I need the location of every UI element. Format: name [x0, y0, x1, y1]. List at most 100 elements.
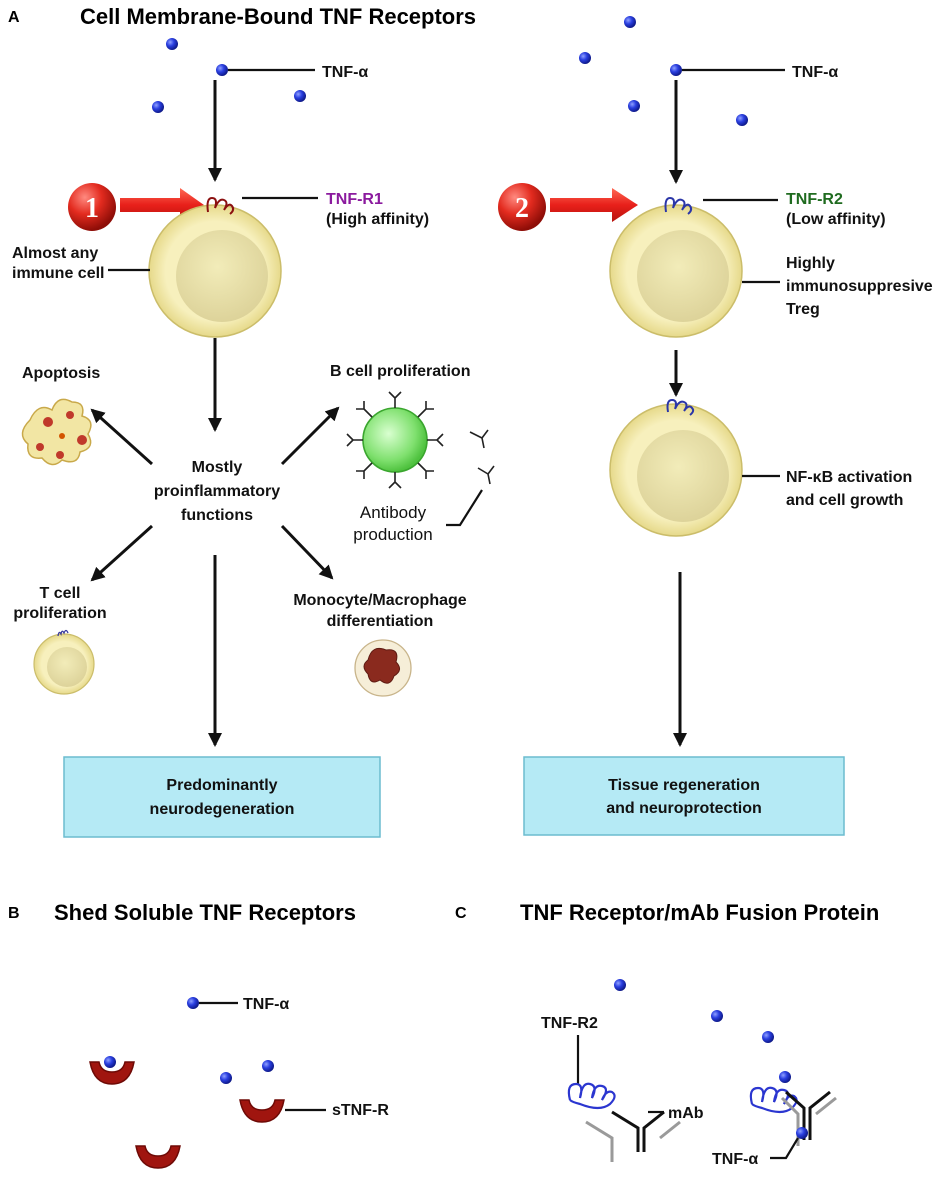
t-cell-receptor-icon	[57, 629, 69, 637]
fusion-protein-1	[567, 1082, 681, 1162]
mono-line2: differentiation	[327, 613, 434, 630]
tnf-ball	[670, 64, 682, 76]
t-cell-line1: T cell	[40, 585, 81, 602]
t-cell	[33, 629, 95, 695]
mono-line1: Monocyte/Macrophage	[293, 592, 466, 609]
tnf-leader-line-c	[770, 1137, 799, 1160]
arrow-to-apoptosis	[90, 408, 154, 466]
tnf-alpha-molecules-right	[579, 16, 748, 126]
mab-label: mAb	[668, 1105, 704, 1122]
panel-c-title: TNF Receptor/mAb Fusion Protein	[520, 900, 879, 925]
macrophage-nucleus	[363, 647, 400, 684]
panel-b-title: Shed Soluble TNF Receptors	[54, 900, 356, 925]
tnf-r2-domain-icon	[567, 1082, 616, 1110]
apoptotic-blebs	[56, 451, 64, 459]
tnf-r1-receptor-icon	[206, 196, 235, 215]
stnfr-free	[135, 1145, 181, 1169]
arrow-to-monocyte	[280, 524, 334, 580]
step-2-red-arrow	[550, 188, 638, 222]
stnfr-molecules	[89, 1056, 285, 1169]
b-cell-label: B cell proliferation	[330, 363, 470, 380]
apoptotic-blebs	[77, 435, 87, 445]
treg-line3: Treg	[786, 301, 820, 318]
stnfr-label: sTNF-R	[332, 1102, 389, 1119]
apoptotic-blebs	[59, 433, 65, 439]
stnfr-bound	[89, 1061, 135, 1085]
panel-c-letter: C	[455, 905, 467, 922]
tnf-r2-label-c: TNF-R2	[541, 1015, 598, 1032]
tnf-ball-c	[614, 979, 626, 991]
step-2-circle	[498, 183, 546, 231]
apoptotic-blebs	[36, 443, 44, 451]
tnf-ball-b	[187, 997, 199, 1009]
macrophage	[354, 639, 412, 697]
treg-cell	[609, 196, 743, 338]
step-1-circle	[68, 183, 116, 231]
free-tnf-c	[614, 979, 791, 1083]
immune-cell	[148, 196, 282, 338]
tnf-ball-b	[262, 1060, 274, 1072]
antibody-line1: Antibody	[360, 503, 427, 522]
arrow-to-t-cell	[90, 524, 154, 582]
tnf-alpha-label-b: TNF-α	[243, 996, 289, 1013]
tnf-ball	[736, 114, 748, 126]
treg-line2: immunosuppresive	[786, 278, 933, 295]
tnf-alpha-label-right: TNF-α	[792, 64, 838, 81]
tnf-ball-b	[104, 1056, 116, 1068]
tnf-r1-affinity: (High affinity)	[326, 211, 429, 228]
apoptosis-label: Apoptosis	[22, 365, 100, 382]
tnf-ball-c	[711, 1010, 723, 1022]
tnf-ball-b	[220, 1072, 232, 1084]
tnf-ball	[579, 52, 591, 64]
tnf-r2-bound-icon	[666, 398, 695, 416]
stnfr-free	[239, 1099, 285, 1123]
tnf-ball-c	[762, 1031, 774, 1043]
panel-a-letter: A	[8, 9, 20, 26]
nfkb-line2: and cell growth	[786, 492, 903, 509]
treg-cell-nucleus	[637, 230, 729, 322]
step-2-badge: 2	[498, 183, 546, 231]
tnf-ball	[628, 100, 640, 112]
apoptotic-blebs	[43, 417, 53, 427]
tnf-r1-label: TNF-R1	[326, 191, 383, 208]
center-line2: proinflammatory	[154, 483, 280, 500]
antibody-line2: production	[353, 525, 432, 544]
nfkb-line1: NF-κB activation	[786, 469, 912, 486]
panel-b-letter: B	[8, 905, 20, 922]
outcome-box-right	[523, 756, 845, 836]
antibody-leader-line	[446, 489, 483, 527]
tnf-alpha-label-left: TNF-α	[322, 64, 368, 81]
tnf-alpha-label-c: TNF-α	[712, 1151, 758, 1168]
step-1-number: 1	[85, 193, 99, 224]
tnf-ball	[294, 90, 306, 102]
immune-cell-nucleus	[176, 230, 268, 322]
apoptotic-blebs	[66, 411, 74, 419]
t-cell-line2: proliferation	[13, 605, 106, 622]
fusion-protein-2	[749, 1086, 837, 1146]
outcome-box-left	[63, 756, 381, 838]
t-cell-nucleus	[47, 647, 87, 687]
cell-label-line1: Almost any	[12, 245, 98, 262]
treg-line1: Highly	[786, 255, 835, 272]
tnf-ball	[216, 64, 228, 76]
apoptotic-cell	[21, 398, 92, 466]
tnf-r2-receptor-icon	[664, 196, 693, 215]
tnf-r2-label: TNF-R2	[786, 191, 843, 208]
arrow-to-b-cell	[280, 406, 340, 466]
tnf-r2-domain-icon	[749, 1086, 798, 1114]
center-line1: Mostly	[192, 459, 243, 476]
center-line3: functions	[181, 507, 253, 524]
tnf-r2-affinity: (Low affinity)	[786, 211, 886, 228]
outcome-right-line2: and neuroprotection	[606, 800, 762, 817]
step-2-number: 2	[515, 193, 529, 224]
tnf-ball	[624, 16, 636, 28]
tnf-ball-bound	[796, 1127, 808, 1139]
b-cell-body	[362, 407, 428, 473]
b-cell	[346, 391, 495, 489]
outcome-left-line1: Predominantly	[166, 777, 277, 794]
tnf-ball	[152, 101, 164, 113]
activated-cell-nucleus	[637, 430, 729, 522]
outcome-left-line2: neurodegeneration	[150, 801, 295, 818]
activated-treg-cell	[609, 398, 743, 537]
